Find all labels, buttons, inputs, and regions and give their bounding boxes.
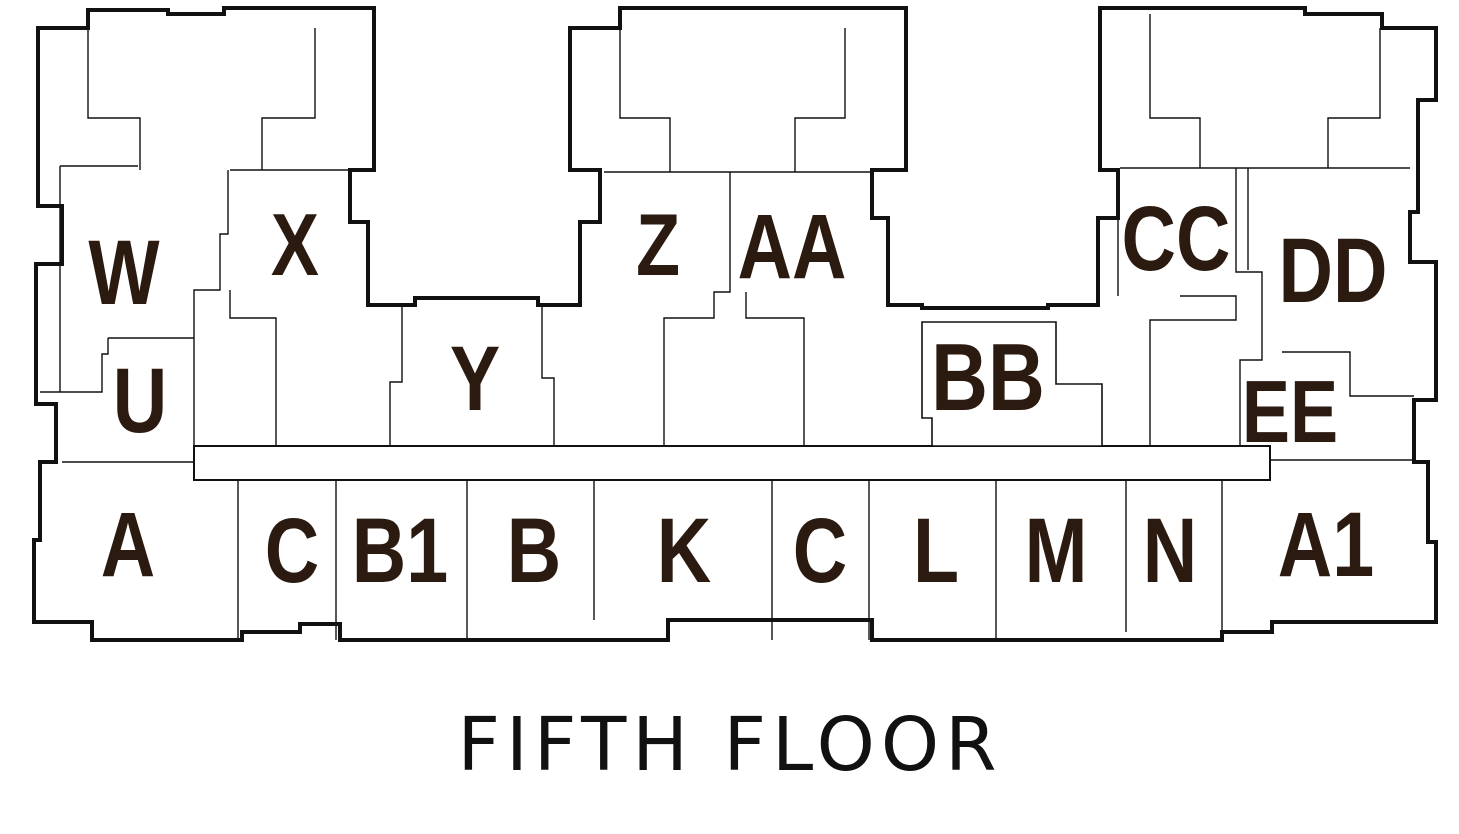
wing-left-outline [32,6,1438,642]
unit-label-ee[interactable]: EE [1242,363,1338,461]
unit-label-z[interactable]: Z [636,196,680,294]
terrace-lines-center [604,28,870,173]
unit-label-a1[interactable]: A1 [1278,493,1374,596]
unit-label-dd[interactable]: DD [1279,219,1388,322]
unit-label-w[interactable]: W [88,221,160,324]
unit-label-aa[interactable]: AA [738,195,847,298]
upper-unit-dividers [40,166,1414,474]
floor-title: FIFTH FLOOR [457,702,1002,788]
unit-BB-shape[interactable] [921,321,1103,447]
terrace-lines-right [1120,14,1410,169]
unit-label-k[interactable]: K [657,499,711,602]
unit-label-a[interactable]: A [101,493,155,596]
unit-label-b1[interactable]: B1 [352,499,448,602]
terrace-lines-left [60,28,350,171]
corridor [193,445,1271,481]
unit-label-l[interactable]: L [913,499,959,602]
unit-label-n[interactable]: N [1143,499,1197,602]
unit-label-x[interactable]: X [271,196,319,294]
unit-label-b[interactable]: B [507,499,561,602]
unit-label-c-left[interactable]: C [265,499,319,602]
unit-label-bb[interactable]: BB [931,324,1045,431]
lower-unit-dividers [237,480,1223,640]
unit-label-y[interactable]: Y [450,327,500,430]
unit-label-cc[interactable]: CC [1122,187,1231,290]
unit-label-c-right[interactable]: C [793,499,847,602]
unit-label-m[interactable]: M [1025,499,1088,602]
unit-label-u[interactable]: U [113,349,167,452]
